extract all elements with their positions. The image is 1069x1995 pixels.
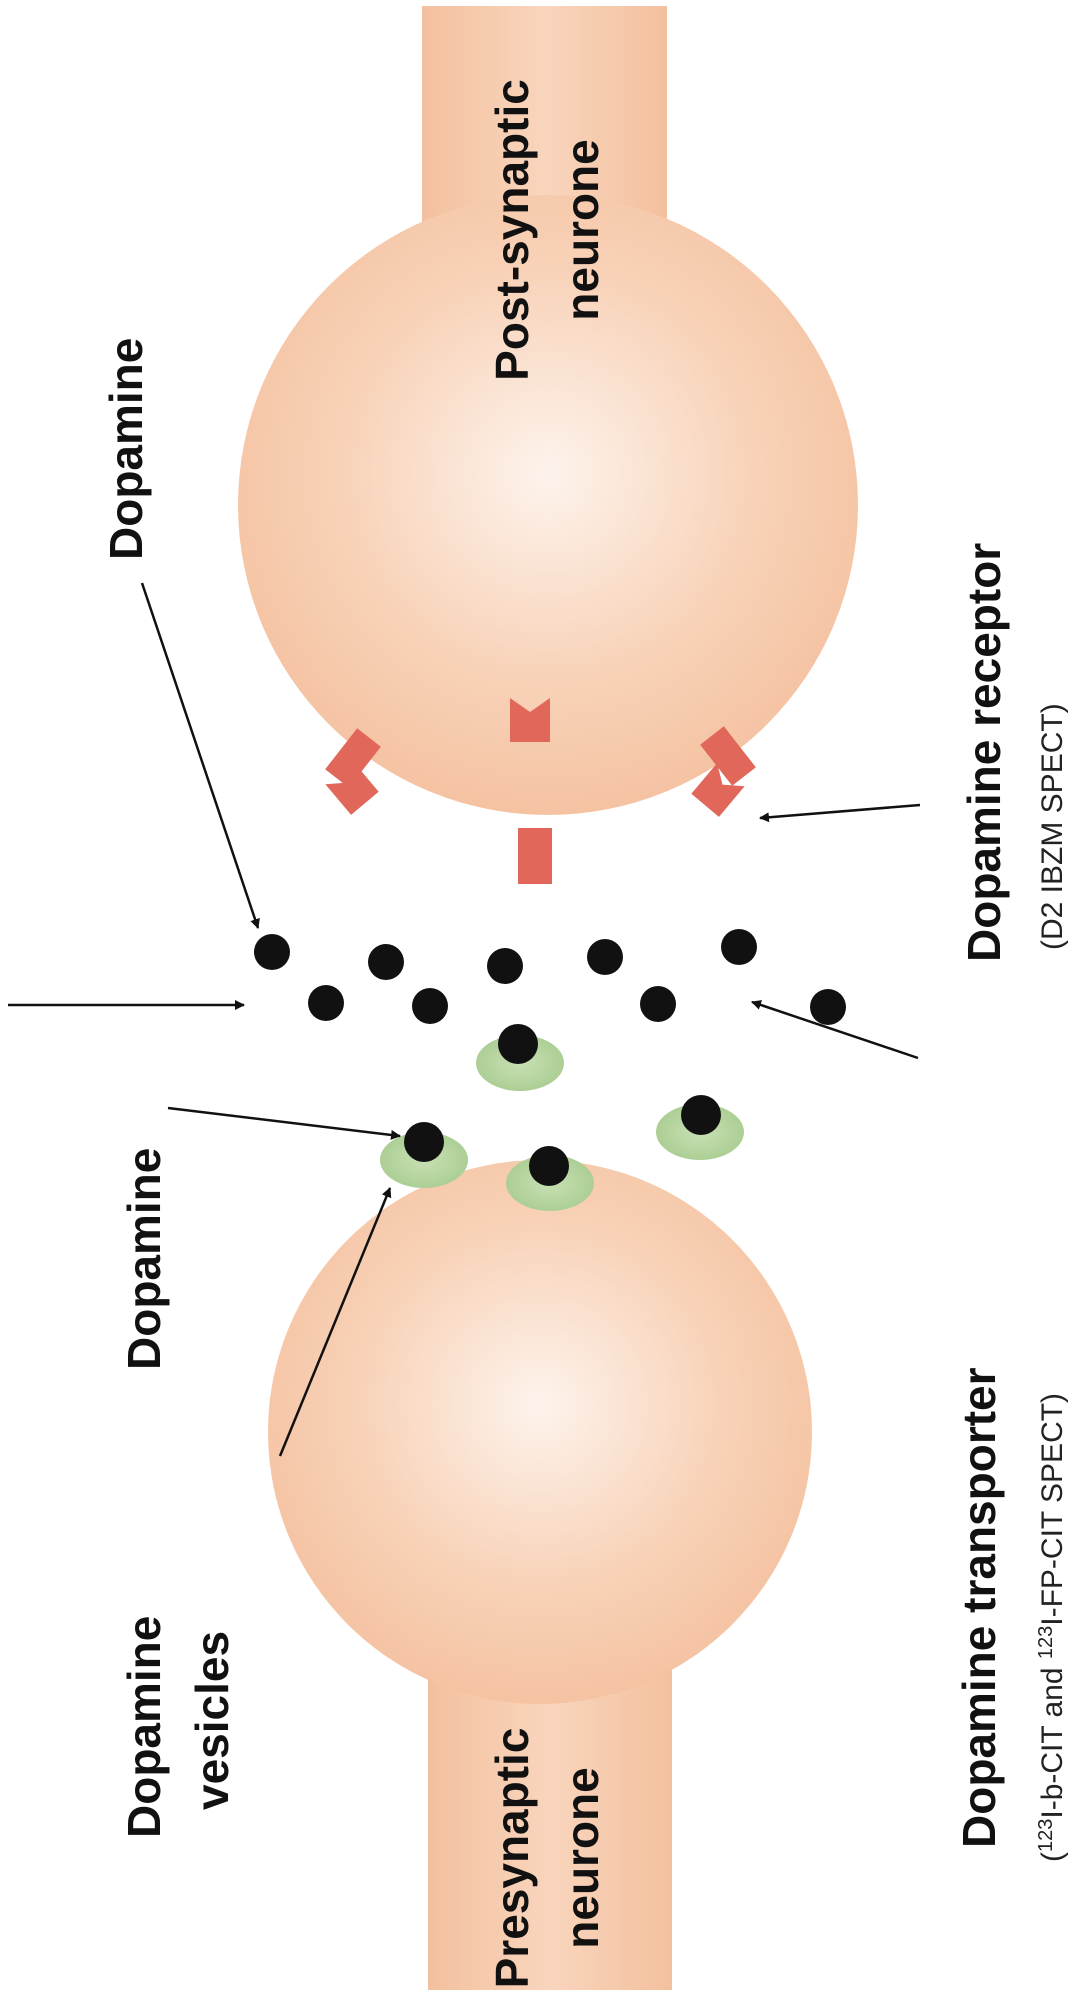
label-dopamine-inner: Dopamine [118, 1148, 170, 1370]
label-post-synaptic-line1: Post-synaptic [486, 79, 538, 381]
dopamine-receptor-shape [518, 828, 552, 884]
dopamine-molecule [368, 944, 404, 980]
label-dopamine-vesicles-line2: vesicles [186, 1631, 238, 1810]
label-d2-ibzm: (D2 IBZM SPECT) [1036, 703, 1069, 950]
label-dopamine-vesicles-line1: Dopamine [118, 1616, 170, 1838]
label-post-synaptic-line2: neurone [556, 139, 608, 320]
dopamine-molecule [810, 989, 846, 1025]
dopamine-molecule [529, 1146, 569, 1186]
dopamine-molecule [254, 934, 290, 970]
presynaptic-body [268, 1160, 812, 1704]
label-transporter-spect: (123I-b-CIT and 123I-FP-CIT SPECT) [1035, 1393, 1069, 1862]
dopamine-molecule [721, 929, 757, 965]
dopamine-molecule [308, 985, 344, 1021]
label-dopamine-top: Dopamine [100, 338, 152, 560]
dopamine-molecule [412, 988, 448, 1024]
dopamine-molecule [587, 939, 623, 975]
label-presynaptic-line1: Presynaptic [486, 1728, 538, 1989]
label-dopamine-receptor: Dopamine receptor [958, 543, 1010, 962]
arrow-dopamine-receptor [760, 805, 920, 818]
dopamine-molecule [498, 1024, 538, 1064]
label-presynaptic-line2: neurone [556, 1767, 608, 1948]
dopamine-molecules-cleft [254, 929, 846, 1025]
label-dopamine-transporter: Dopamine transporter [953, 1367, 1005, 1848]
post-synaptic-neurone [238, 6, 858, 815]
arrow-dopamine-top [142, 583, 258, 928]
dopamine-molecule [681, 1095, 721, 1135]
presynaptic-axon [428, 1660, 672, 1990]
arrow-dopamine-inner [168, 1108, 400, 1136]
dopamine-molecule [487, 948, 523, 984]
dopamine-molecule [640, 986, 676, 1022]
dopamine-molecule [404, 1122, 444, 1162]
